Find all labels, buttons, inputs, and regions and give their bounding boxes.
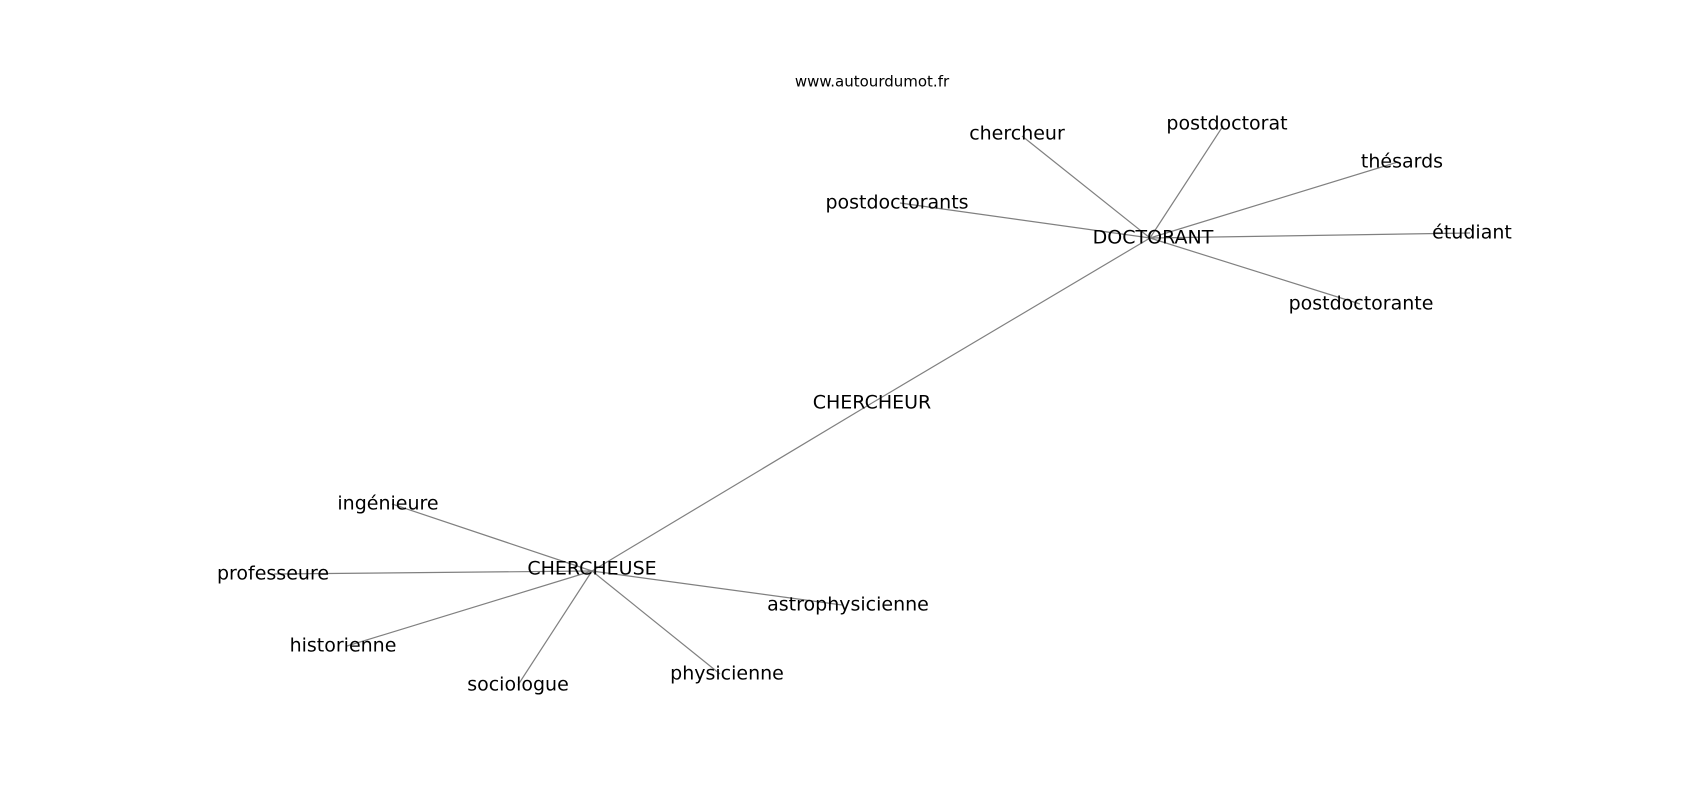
watermark-text: www.autourdumot.fr [795, 73, 950, 91]
node-chercheuse: CHERCHEUSE [527, 558, 656, 580]
node-physicienne: physicienne [670, 663, 784, 685]
edge-doctorant-postdoctorante [1149, 237, 1361, 305]
edge-doctorant-postdoctorat [1149, 125, 1224, 239]
node-professeure: professeure [217, 563, 329, 585]
node-postdoctorat: postdoctorat [1166, 113, 1287, 135]
node-doctorant: DOCTORANT [1093, 227, 1214, 249]
edge-doctorant-etudiant [1149, 232, 1471, 239]
edge-chercheur-chercheuse [591, 402, 873, 572]
edge-chercheuse-astrophysicienne [591, 570, 843, 606]
node-chercheur: CHERCHEUR [813, 392, 931, 414]
node-ingenieure: ingénieure [337, 493, 438, 515]
node-postdoctorants: postdoctorants [825, 192, 968, 214]
edge-chercheuse-ingenieure [391, 503, 593, 572]
graph-labels: www.autourdumot.fr CHERCHEUR DOCTORANT che… [217, 73, 1512, 696]
edge-chercheuse-physicienne [591, 570, 721, 675]
node-thesards: thésards [1361, 151, 1443, 173]
edge-doctorant-chercheur [1021, 135, 1151, 239]
node-postdoctorante: postdoctorante [1289, 293, 1434, 315]
node-historienne: historienne [290, 635, 397, 657]
edge-doctorant-thesards [1149, 161, 1399, 239]
edge-chercheuse-sociologue [517, 570, 593, 686]
node-sociologue: sociologue [467, 674, 569, 696]
edge-chercheur-doctorant [871, 237, 1151, 404]
edge-doctorant-postdoctorants [899, 202, 1151, 239]
edge-chercheuse-historienne [346, 570, 593, 647]
node-astrophysicienne: astrophysicienne [767, 594, 929, 616]
node-chercheur: chercheur [969, 123, 1065, 145]
node-etudiant: étudiant [1432, 222, 1512, 244]
edge-chercheuse-professeure [273, 570, 593, 575]
graph-edges [273, 125, 1471, 686]
